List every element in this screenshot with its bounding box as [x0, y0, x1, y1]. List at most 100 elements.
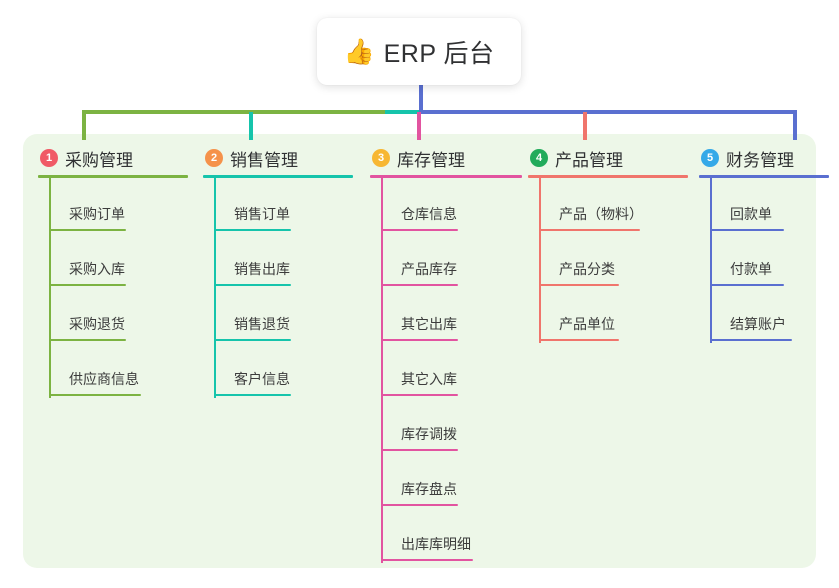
branch-child-label: 采购订单	[69, 206, 125, 222]
branch-child-label: 销售订单	[234, 206, 290, 222]
branch-child-label: 库存盘点	[401, 481, 457, 497]
branch-child-underline	[381, 284, 458, 286]
branch-header-3[interactable]: 3 库存管理	[370, 146, 522, 170]
branch-child-item[interactable]: 采购退货	[49, 288, 188, 343]
branch-child-item[interactable]: 产品单位	[539, 288, 688, 343]
branch-children: 产品（物料） 产品分类产品单位	[539, 178, 688, 343]
branch-child-item[interactable]: 付款单	[710, 233, 829, 288]
branch-title: 销售管理	[230, 150, 298, 170]
branch-header-4[interactable]: 4 产品管理	[528, 146, 688, 170]
branch-number-badge: 4	[530, 149, 548, 167]
thumbs-up-icon: 👍	[343, 38, 375, 66]
branch-column-1: 1 采购管理采购订单采购入库采购退货供应商信息	[38, 146, 188, 398]
branch-children: 回款单付款单结算账户	[710, 178, 829, 343]
branch-child-label: 出库库明细	[401, 536, 471, 552]
branch-child-label: 采购入库	[69, 261, 125, 277]
branch-child-label: 回款单	[730, 206, 772, 222]
branch-spine	[214, 178, 216, 398]
branch-child-underline	[381, 449, 458, 451]
branch-child-label: 采购退货	[69, 316, 125, 332]
branch-child-item[interactable]: 供应商信息	[49, 343, 188, 398]
branch-children: 仓库信息产品库存其它出库其它入库库存调拨库存盘点出库库明细	[381, 178, 522, 563]
branch-child-underline	[710, 284, 784, 286]
branch-child-item[interactable]: 回款单	[710, 178, 829, 233]
branch-child-underline	[49, 284, 126, 286]
branch-child-label: 销售出库	[234, 261, 290, 277]
branch-child-item[interactable]: 其它入库	[381, 343, 522, 398]
branch-child-label: 销售退货	[234, 316, 290, 332]
branch-child-item[interactable]: 销售退货	[214, 288, 353, 343]
branch-column-4: 4 产品管理产品（物料） 产品分类产品单位	[528, 146, 688, 343]
branch-underline	[699, 175, 829, 178]
branch-child-item[interactable]: 采购入库	[49, 233, 188, 288]
branch-child-item[interactable]: 其它出库	[381, 288, 522, 343]
branch-underline	[203, 175, 353, 178]
branch-child-underline	[214, 339, 291, 341]
branch-child-label: 产品库存	[401, 261, 457, 277]
branch-drop-3	[417, 112, 421, 140]
branch-title: 产品管理	[555, 150, 623, 170]
branch-underline	[528, 175, 688, 178]
branch-child-underline	[710, 339, 792, 341]
branch-child-item[interactable]: 销售出库	[214, 233, 353, 288]
bus-segment-3	[419, 110, 797, 114]
diagram-panel-background	[23, 134, 816, 568]
branch-column-2: 2 销售管理销售订单销售出库销售退货客户信息	[203, 146, 353, 398]
branch-column-5: 5 财务管理回款单付款单结算账户	[699, 146, 829, 343]
branch-child-item[interactable]: 产品分类	[539, 233, 688, 288]
branch-number-badge: 2	[205, 149, 223, 167]
branch-child-item[interactable]: 库存调拨	[381, 398, 522, 453]
branch-children: 采购订单采购入库采购退货供应商信息	[49, 178, 188, 398]
branch-child-item[interactable]: 产品（物料）	[539, 178, 688, 233]
branch-drop-4	[583, 112, 587, 140]
branch-child-label: 其它出库	[401, 316, 457, 332]
branch-number-badge: 5	[701, 149, 719, 167]
branch-number-badge: 3	[372, 149, 390, 167]
branch-child-label: 付款单	[730, 261, 772, 277]
branch-child-underline	[710, 229, 784, 231]
branch-number-badge: 1	[40, 149, 58, 167]
branch-child-item[interactable]: 仓库信息	[381, 178, 522, 233]
branch-children: 销售订单销售出库销售退货客户信息	[214, 178, 353, 398]
root-stem-connector	[419, 85, 423, 112]
branch-child-underline	[214, 284, 291, 286]
branch-child-item[interactable]: 库存盘点	[381, 453, 522, 508]
branch-child-underline	[381, 339, 458, 341]
branch-child-label: 供应商信息	[69, 371, 139, 387]
root-node-title: ERP 后台	[383, 39, 495, 68]
branch-header-1[interactable]: 1 采购管理	[38, 146, 188, 170]
branch-header-5[interactable]: 5 财务管理	[699, 146, 829, 170]
branch-child-underline	[214, 394, 291, 396]
branch-column-3: 3 库存管理仓库信息产品库存其它出库其它入库库存调拨库存盘点出库库明细	[370, 146, 522, 563]
branch-spine	[710, 178, 712, 343]
branch-header-2[interactable]: 2 销售管理	[203, 146, 353, 170]
branch-child-underline	[214, 229, 291, 231]
branch-child-underline	[49, 394, 141, 396]
branch-child-label: 产品分类	[559, 261, 615, 277]
branch-child-underline	[381, 394, 458, 396]
branch-child-label: 库存调拨	[401, 426, 457, 442]
branch-child-label: 客户信息	[234, 371, 290, 387]
branch-title: 库存管理	[397, 150, 465, 170]
bus-segment-1	[82, 110, 387, 114]
branch-child-underline	[49, 339, 126, 341]
branch-child-label: 结算账户	[730, 316, 786, 332]
branch-child-underline	[539, 339, 619, 341]
branch-child-item[interactable]: 出库库明细	[381, 508, 522, 563]
branch-child-underline	[381, 504, 458, 506]
branch-child-item[interactable]: 产品库存	[381, 233, 522, 288]
branch-underline	[370, 175, 522, 178]
branch-child-underline	[539, 284, 619, 286]
branch-title: 财务管理	[726, 150, 794, 170]
branch-spine	[381, 178, 383, 563]
branch-child-underline	[539, 229, 640, 231]
branch-child-item[interactable]: 采购订单	[49, 178, 188, 233]
branch-child-item[interactable]: 结算账户	[710, 288, 829, 343]
root-node[interactable]: 👍 ERP 后台	[317, 18, 521, 85]
branch-child-underline	[49, 229, 126, 231]
branch-title: 采购管理	[65, 150, 133, 170]
branch-child-item[interactable]: 客户信息	[214, 343, 353, 398]
branch-drop-5	[793, 112, 797, 140]
branch-child-item[interactable]: 销售订单	[214, 178, 353, 233]
